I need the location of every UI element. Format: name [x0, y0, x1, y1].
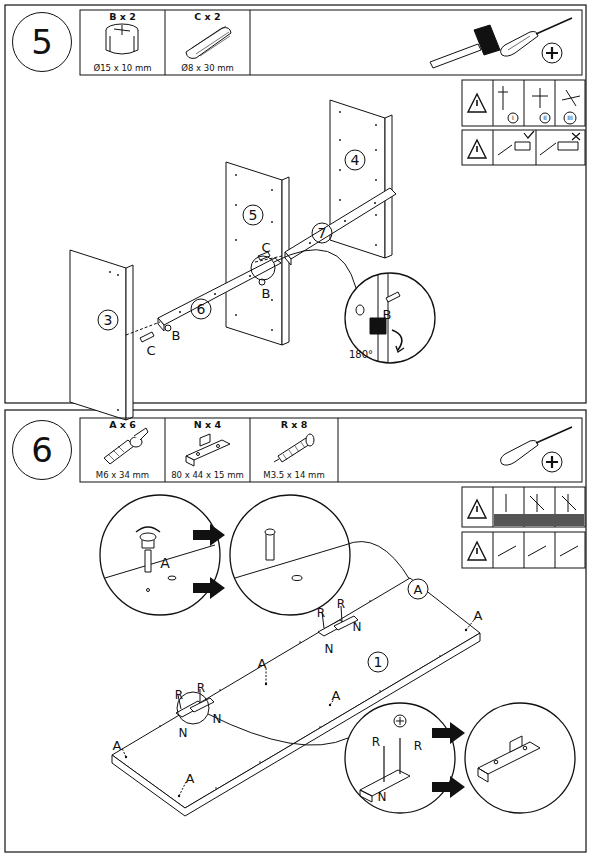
parts-header [80, 10, 582, 75]
part-label: C [261, 241, 270, 254]
part-label: 4 [351, 153, 360, 167]
cam-lock-icon [106, 24, 138, 54]
part-label: 3 [104, 313, 113, 327]
part-quantity: C x 2 [194, 12, 220, 22]
bracket-pair [176, 606, 358, 717]
part-dimension: Ø8 x 30 mm [181, 64, 234, 73]
hole-dots [179, 202, 376, 313]
detail-marker [251, 256, 275, 280]
step-number: 6 [31, 433, 53, 467]
part-label: R [337, 598, 345, 610]
warning-box [462, 487, 585, 568]
hammer-icon [430, 25, 500, 68]
step-number-circle: 6 [12, 420, 72, 480]
board [112, 578, 480, 816]
part-label: 1 [374, 655, 383, 669]
screwdriver-icon [501, 427, 572, 472]
arrow-right [193, 524, 225, 599]
screw-icon [274, 434, 314, 462]
part-quantity: N x 4 [194, 420, 221, 430]
part-label: III [567, 115, 572, 121]
panel [70, 100, 392, 420]
part-cell: B x 2 Ø15 x 10 mm [80, 10, 165, 75]
part-label: N [213, 713, 222, 725]
arrow-right [432, 722, 465, 798]
step-frame [5, 410, 586, 852]
part-label: A [186, 772, 195, 785]
part-dimension: Ø15 x 10 mm [93, 64, 151, 73]
part-label: N [353, 621, 362, 633]
part-label: A [160, 556, 170, 570]
part-dimension: 80 x 44 x 15 mm [171, 471, 244, 480]
part-cell: C x 2 Ø8 x 30 mm [165, 10, 250, 75]
callout-ring [408, 579, 428, 599]
part-cell: N x 4 80 x 44 x 15 mm [165, 418, 250, 482]
part-quantity: R x 8 [281, 420, 308, 430]
part-label: A [113, 739, 122, 752]
zoom-circle [100, 495, 410, 615]
warning-box [462, 80, 585, 165]
cell-divider [165, 10, 166, 75]
part-cell: R x 8 M3.5 x 14 mm [250, 418, 338, 482]
part-label: II [543, 115, 547, 121]
part-label: N [179, 727, 188, 739]
cell-divider [165, 418, 166, 482]
part-dimension: M6 x 34 mm [96, 471, 149, 480]
part-label: R [317, 607, 325, 619]
part-label: N [378, 791, 387, 803]
part-label: A [258, 657, 267, 670]
part-label: A [414, 583, 423, 596]
zoom-circle [345, 273, 435, 363]
part-label: 5 [249, 208, 258, 222]
callout-ring [368, 652, 388, 672]
fitting [140, 252, 270, 342]
part-label: A [332, 689, 341, 702]
leader-curve [345, 542, 410, 580]
leader-curve [208, 714, 348, 745]
zoom-circle [345, 703, 575, 813]
part-quantity: B x 2 [109, 12, 136, 22]
part-label: I [512, 115, 514, 121]
part-label: R [414, 740, 422, 752]
bracket-icon [186, 434, 230, 466]
part-quantity: A x 6 [109, 420, 136, 430]
parts-header [80, 418, 582, 482]
step-number-circle: 5 [12, 12, 72, 72]
part-label: N [325, 643, 334, 655]
part-label: 6 [197, 302, 206, 316]
cell-divider [338, 418, 339, 482]
cell-divider [250, 418, 251, 482]
screwdriver-icon [501, 18, 572, 63]
dowel-icon [186, 26, 231, 58]
part-label: C [146, 344, 155, 357]
cell-divider [250, 10, 251, 75]
part-label: B [383, 308, 392, 321]
part-label: B [262, 287, 271, 300]
part-label: 180° [349, 350, 373, 360]
hole-dots [109, 111, 377, 411]
cam-bolt-icon [104, 428, 148, 464]
dashed-guide [126, 256, 282, 335]
part-label: R [372, 736, 380, 748]
part-dimension: M3.5 x 14 mm [263, 471, 324, 480]
part-label: R [197, 682, 205, 694]
part-label: R [175, 689, 183, 701]
part-label: A [474, 609, 483, 622]
step-number: 5 [31, 25, 53, 59]
part-label: 7 [318, 226, 327, 240]
part-label: B [172, 329, 181, 342]
callout-ring [98, 150, 365, 330]
leader-curve [274, 250, 356, 288]
part-cell: A x 6 M6 x 34 mm [80, 418, 165, 482]
